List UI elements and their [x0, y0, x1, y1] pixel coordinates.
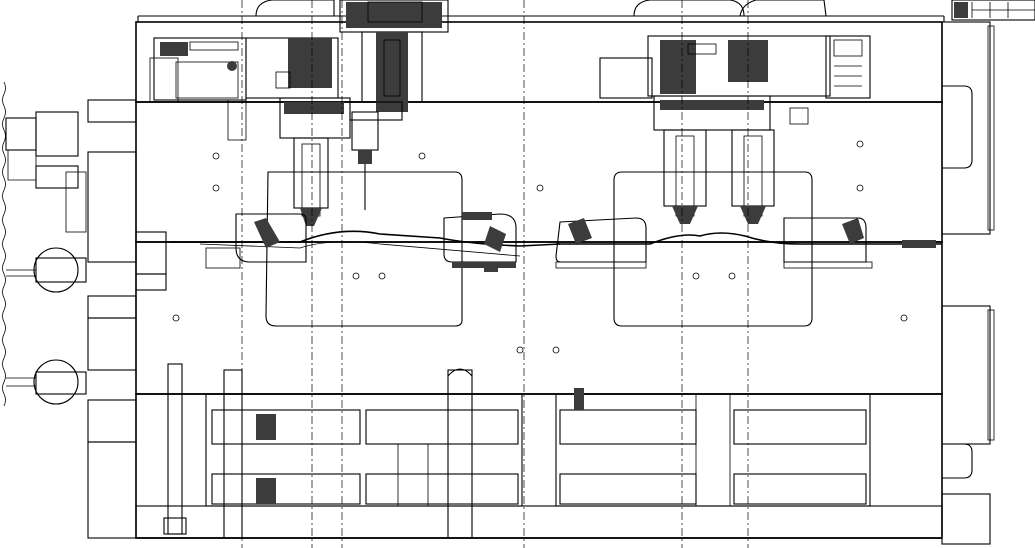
guide-pins [163, 363, 473, 539]
ejector-pocket-right [555, 388, 871, 507]
left-nozzle-1 [279, 97, 351, 226]
top-clamp-plate [135, 21, 943, 103]
left-slide-right-cam [443, 212, 517, 272]
top-domes [255, 0, 827, 17]
right-handle-top [941, 21, 995, 235]
left-slide [205, 213, 307, 269]
ejector-pocket-left [205, 393, 523, 507]
left-manifold [149, 37, 339, 141]
left-gate-block [135, 231, 167, 291]
right-slide-right [783, 217, 936, 269]
centerlines [241, 0, 749, 548]
left-sprue-bushing [339, 0, 449, 121]
left-wavy-break-line [2, 81, 6, 407]
right-slide-left [555, 217, 647, 269]
screw-markers [172, 140, 908, 354]
cavity-plate [135, 101, 943, 243]
core-plate [135, 241, 943, 395]
title-block-fragment [951, 0, 1035, 21]
left-cavity-insert [265, 171, 463, 327]
right-nozzle-2 [731, 107, 809, 224]
right-manifold [599, 35, 871, 99]
right-cavity-insert [613, 171, 813, 327]
bottom-clamp-edge [135, 505, 943, 539]
left-cooling-connectors [5, 99, 137, 539]
right-handle-bottom [941, 305, 995, 545]
left-nozzle-2 [351, 111, 379, 210]
right-nozzle-1 [653, 95, 771, 224]
